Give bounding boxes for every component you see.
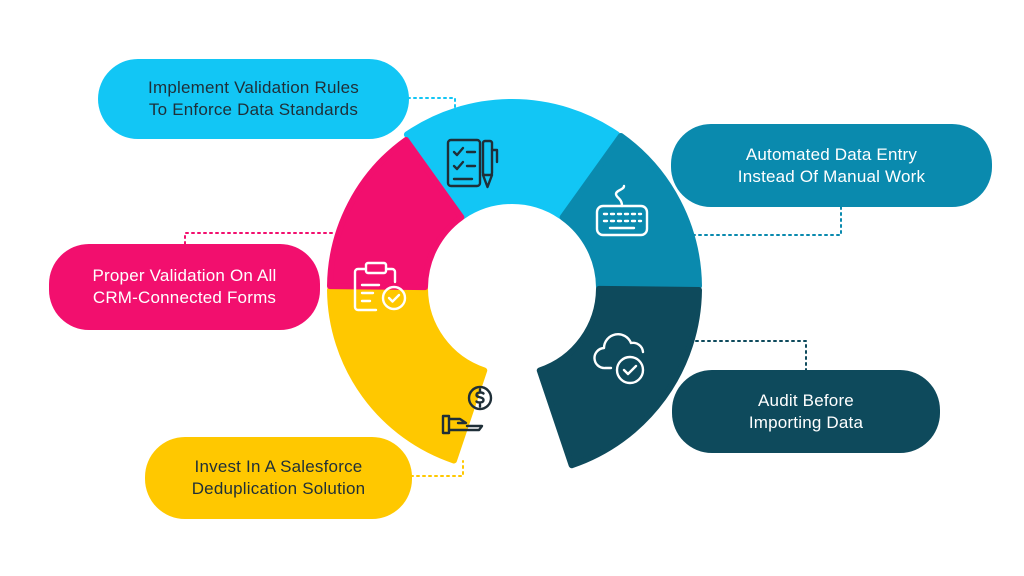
label-line: Implement Validation Rules	[148, 78, 359, 97]
cloud-check-icon	[593, 333, 645, 385]
connector-deduplication	[410, 460, 464, 477]
segment-validation-rules	[403, 99, 621, 220]
connector-validation-rules	[407, 97, 456, 115]
label-audit: Audit Before Importing Data	[672, 370, 940, 453]
label-line: Importing Data	[748, 412, 864, 432]
hand-coin-icon	[441, 385, 493, 435]
label-line: Proper Validation On All	[92, 266, 277, 285]
label-form-validation: Proper Validation On All CRM-Connected F…	[49, 244, 320, 330]
checklist-pen-icon	[446, 138, 499, 189]
clipboard-check-icon	[353, 261, 407, 312]
connector-audit	[689, 340, 807, 371]
segment-deduplication	[327, 285, 488, 464]
label-line: Instead Of Manual Work	[737, 166, 926, 186]
keyboard-icon	[595, 184, 649, 237]
label-line: To Enforce Data Standards	[148, 100, 359, 119]
label-validation-rules: Implement Validation Rules To Enforce Da…	[98, 59, 409, 139]
label-deduplication: Invest In A Salesforce Deduplication Sol…	[145, 437, 412, 519]
label-automated-entry: Automated Data Entry Instead Of Manual W…	[671, 124, 992, 207]
connector-automated-entry	[692, 206, 842, 236]
label-line: CRM-Connected Forms	[92, 288, 277, 307]
label-line: Deduplication Solution	[191, 479, 366, 498]
label-line: Audit Before	[758, 390, 854, 410]
label-line: Invest In A Salesforce	[194, 457, 363, 476]
connector-form-validation	[184, 232, 333, 245]
segment-form-validation	[327, 137, 465, 291]
segment-automated-entry	[559, 132, 702, 291]
label-line: Automated Data Entry	[745, 144, 918, 164]
